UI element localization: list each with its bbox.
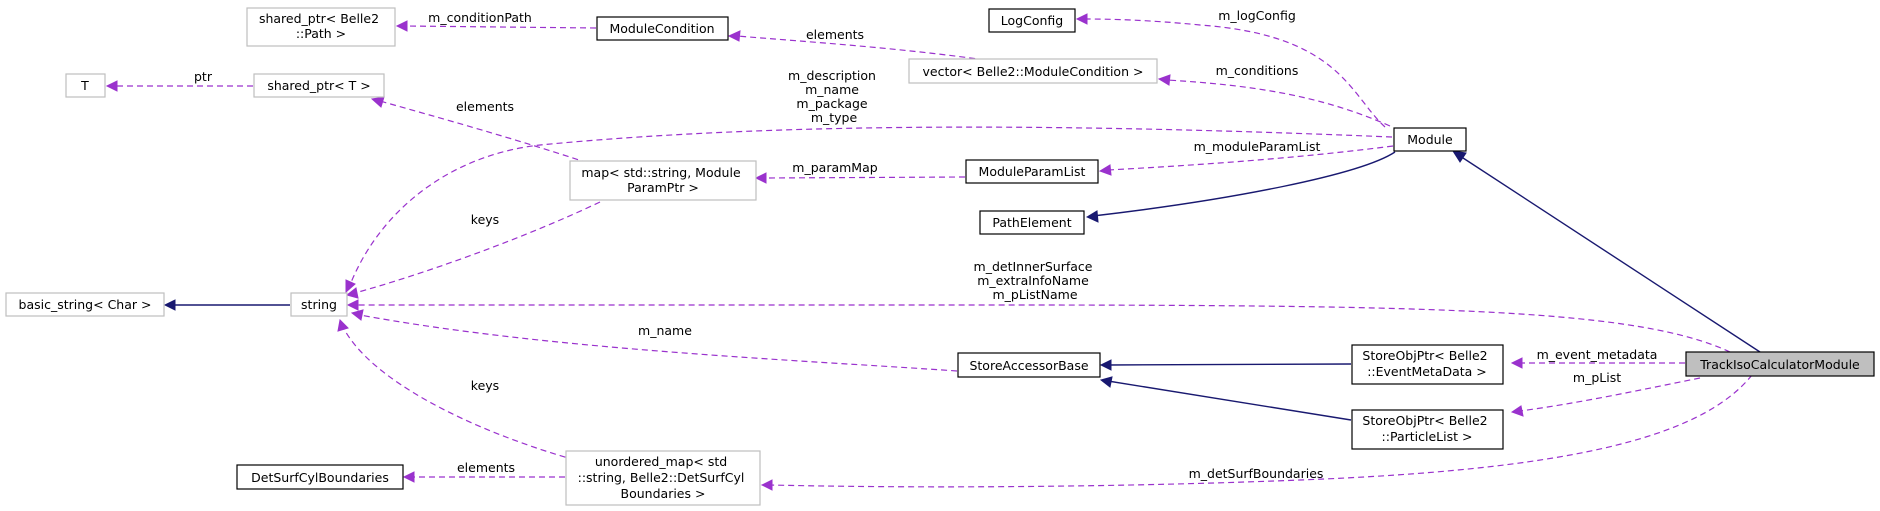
node-store-obj-ptr-particle[interactable]: StoreObjPtr< Belle2 ::ParticleList > <box>1351 409 1504 450</box>
svg-text:LogConfig: LogConfig <box>1001 13 1063 28</box>
svg-text:vector< Belle2::ModuleConditio: vector< Belle2::ModuleCondition > <box>923 64 1144 79</box>
arrowhead <box>163 299 176 311</box>
arrowhead <box>350 309 364 321</box>
svg-text:T: T <box>80 78 89 93</box>
edge-map-keys <box>354 201 601 294</box>
svg-text:PathElement: PathElement <box>992 215 1071 230</box>
label-m-condition-path: m_conditionPath <box>428 10 532 25</box>
arrowhead <box>346 299 359 311</box>
arrowhead <box>760 479 773 491</box>
svg-text:basic_string< Char >: basic_string< Char > <box>19 297 152 312</box>
svg-text:map< std::string, Module: map< std::string, Module ParamPtr > <box>581 165 744 195</box>
label-m-name: m_name <box>638 323 692 338</box>
edge-m-module-param-list <box>1107 145 1394 171</box>
node-t[interactable]: T <box>65 73 106 98</box>
label-map-keys: keys <box>471 212 499 227</box>
arrowhead <box>1098 164 1112 176</box>
node-vector-module-condition[interactable]: vector< Belle2::ModuleCondition > <box>908 58 1158 84</box>
arrowhead <box>402 471 415 483</box>
label-module-strings: m_description m_name m_package m_type <box>788 68 880 125</box>
svg-text:ModuleParamList: ModuleParamList <box>979 164 1086 179</box>
arrowhead <box>1510 357 1523 369</box>
node-det-surf-cyl[interactable]: DetSurfCylBoundaries <box>236 464 404 490</box>
svg-text:Module: Module <box>1407 132 1453 147</box>
node-shared-ptr-t[interactable]: shared_ptr< T > <box>253 73 385 98</box>
node-module[interactable]: Module <box>1393 127 1467 152</box>
edge-module-strings <box>349 126 1393 286</box>
label-m-event-metadata: m_event_metadata <box>1537 347 1658 362</box>
svg-text:string: string <box>301 297 337 312</box>
node-module-param-list[interactable]: ModuleParamList <box>965 159 1099 184</box>
edge-m-name <box>359 314 958 372</box>
arrowhead <box>1099 359 1112 371</box>
node-track-iso-calculator[interactable]: TrackIsoCalculatorModule <box>1685 351 1875 377</box>
node-unordered-map[interactable]: unordered_map< std ::string, Belle2::Det… <box>565 450 761 506</box>
arrowhead <box>727 30 741 42</box>
arrowhead <box>345 287 359 299</box>
edge-condition-elements <box>736 35 986 61</box>
svg-text:ModuleCondition: ModuleCondition <box>609 21 714 36</box>
edge-track-strings <box>356 304 1731 353</box>
label-unordered-keys: keys <box>471 378 499 393</box>
edge-log-config <box>1084 18 1386 128</box>
arrowhead <box>754 172 767 184</box>
label-m-log-config: m_logConfig <box>1218 8 1296 23</box>
node-store-obj-ptr-event[interactable]: StoreObjPtr< Belle2 ::EventMetaData > <box>1351 344 1504 385</box>
node-shared-ptr-path[interactable]: shared_ptr< Belle2 ::Path > <box>246 7 396 47</box>
edge-unordered-keys <box>342 326 576 461</box>
svg-text:StoreAccessorBase: StoreAccessorBase <box>969 358 1088 373</box>
arrowhead <box>1085 210 1099 223</box>
edge-m-param-map <box>763 176 966 179</box>
edge-m-conditions <box>1166 79 1391 127</box>
edge-m-det-surf-boundaries <box>769 374 1753 488</box>
node-log-config[interactable]: LogConfig <box>988 8 1076 33</box>
edge-condition-path <box>404 25 597 29</box>
svg-text:TrackIsoCalculatorModule: TrackIsoCalculatorModule <box>1699 357 1860 372</box>
edge-map-elements <box>379 100 598 167</box>
arrowhead <box>1510 405 1524 417</box>
node-store-accessor-base[interactable]: StoreAccessorBase <box>957 352 1101 378</box>
label-map-elements: elements <box>456 99 514 114</box>
arrowhead <box>1451 150 1467 163</box>
svg-text:StoreObjPtr< Belle2 ::Pa: StoreObjPtr< Belle2 ::ParticleList > <box>1362 413 1491 444</box>
edge-module-inherit <box>1459 155 1761 353</box>
node-module-condition[interactable]: ModuleCondition <box>596 16 729 41</box>
arrowhead <box>370 96 385 108</box>
label-m-plist: m_pList <box>1573 370 1621 385</box>
edge-pathelement-inherit <box>1092 151 1396 217</box>
node-string[interactable]: string <box>290 292 348 317</box>
arrowhead <box>105 80 118 92</box>
label-m-param-map: m_paramMap <box>792 160 877 175</box>
arrowhead <box>1099 376 1113 388</box>
label-track-strings: m_detInnerSurface m_extraInfoName m_pLis… <box>974 259 1097 302</box>
node-basic-string[interactable]: basic_string< Char > <box>5 292 165 317</box>
svg-text:DetSurfCylBoundaries: DetSurfCylBoundaries <box>251 470 389 485</box>
svg-text:unordered_map< std ::str: unordered_map< std ::string, Belle2::Det… <box>578 454 749 501</box>
edge-storeaccessor-event <box>1107 363 1352 366</box>
arrowhead <box>345 279 356 294</box>
label-m-conditions: m_conditions <box>1216 63 1299 78</box>
label-condition-elements: elements <box>806 27 864 42</box>
label-ptr: ptr <box>194 69 213 84</box>
arrowhead <box>337 318 349 332</box>
edge-storeaccessor-particle <box>1107 380 1352 421</box>
node-path-element[interactable]: PathElement <box>979 210 1085 235</box>
svg-text:StoreObjPtr< Belle2 ::Ev: StoreObjPtr< Belle2 ::EventMetaData > <box>1362 348 1491 379</box>
arrowhead <box>1157 74 1171 86</box>
svg-text:shared_ptr< Belle2 ::Pat: shared_ptr< Belle2 ::Path > <box>259 11 383 41</box>
arrowhead <box>395 20 408 32</box>
svg-text:shared_ptr< T >: shared_ptr< T > <box>267 78 370 93</box>
label-m-module-param-list: m_moduleParamList <box>1194 139 1321 154</box>
label-m-det-surf-boundaries: m_detSurfBoundaries <box>1189 466 1324 481</box>
label-det-elements: elements <box>457 460 515 475</box>
node-map-module-param[interactable]: map< std::string, Module ParamPtr > <box>569 160 757 201</box>
arrowhead <box>1075 13 1088 25</box>
edge-m-plist <box>1519 377 1701 412</box>
